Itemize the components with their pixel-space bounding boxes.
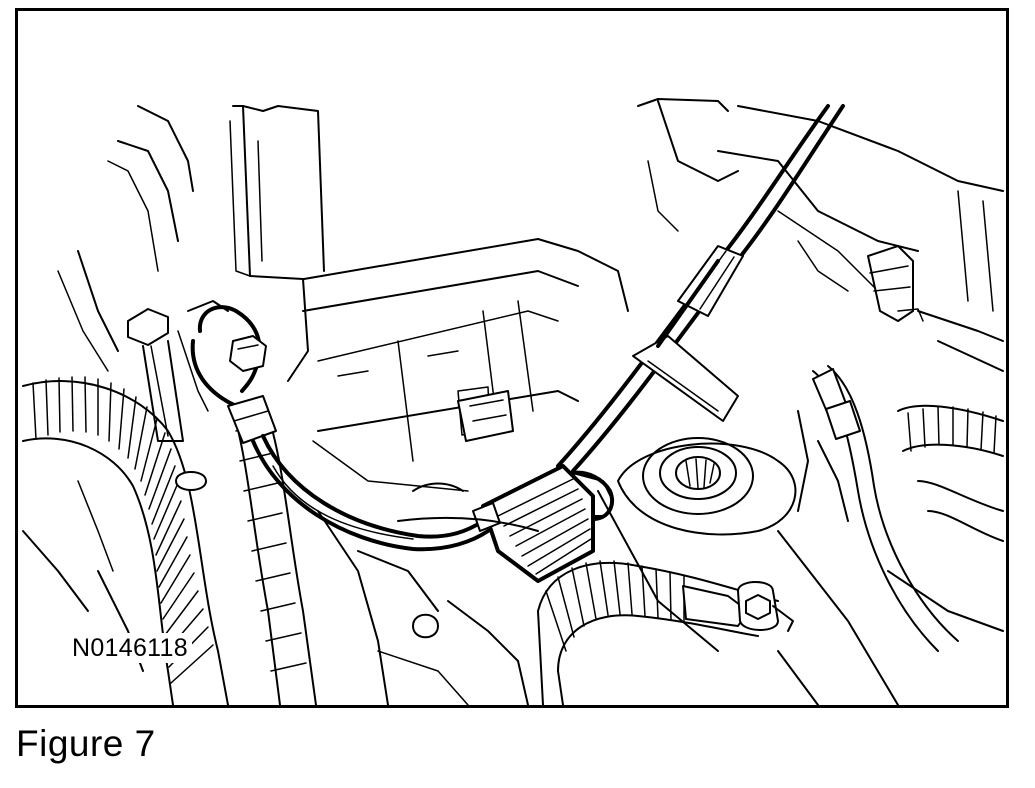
lower-battery-cable [537, 560, 819, 705]
figure-caption: Figure 7 [16, 723, 156, 764]
ground-lead [190, 305, 490, 552]
background-structure [57, 98, 1004, 492]
center-bracket [397, 390, 539, 532]
harness-wire-upper [556, 104, 845, 473]
engine-bay-illustration [22, 98, 1004, 705]
left-stud-assembly [127, 300, 439, 639]
figure-reference-code: N0146118 [70, 633, 192, 663]
right-hose-assembly [797, 365, 1004, 652]
figure-frame: N0146118 [15, 8, 1009, 708]
